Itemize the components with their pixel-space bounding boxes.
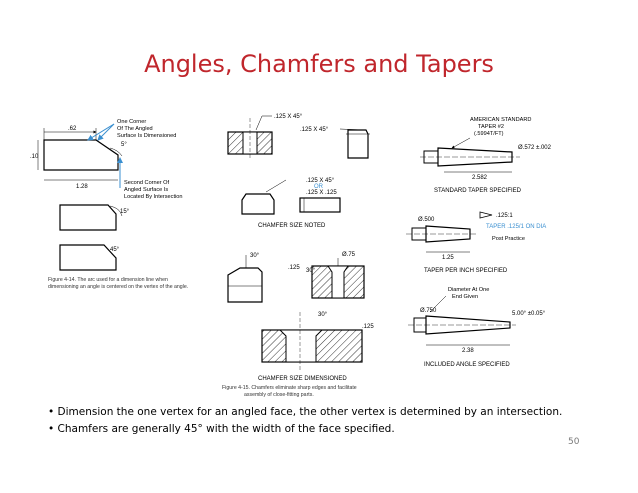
dim-125-a: .125: [288, 265, 300, 271]
note-american-standard: AMERICAN STANDARD TAPER #2 (.5994T/FT): [470, 117, 531, 137]
svg-text:Figure 4-14. The arc used for: Figure 4-14. The arc used for a dimensio…: [48, 277, 168, 283]
chamfer-figure: .125 X 45° .125 X 45° .125 X 45° OR .125…: [222, 114, 374, 398]
dim-125: 1.25: [442, 255, 454, 261]
bullet-list: • Dimension the one vertex for an angled…: [48, 404, 562, 438]
dim-30-b: 30°: [306, 268, 316, 274]
caption-fig-4-14: Figure 4-14. The arc used for a dimensio…: [48, 277, 188, 290]
dim-included-angle: 5.00° ±0.05°: [512, 311, 546, 317]
dim-dia750: Ø.750: [420, 308, 437, 314]
svg-text:dimensioning an angle is cente: dimensioning an angle is centered on the…: [48, 284, 188, 290]
caption-standard-taper: STANDARD TAPER SPECIFIED: [434, 188, 522, 194]
angled-block-3: [59, 244, 117, 271]
bullet-item-2: • Chamfers are generally 45° with the wi…: [48, 423, 395, 435]
angle-figure: .62 .10 1.28 5° One Corner Of The Angled…: [30, 119, 188, 290]
taper-per-inch: Ø.500 .125:1 TAPER .125/1 ON DIA Post Pr…: [406, 211, 546, 274]
taper-figure: AMERICAN STANDARD TAPER #2 (.5994T/FT) Ø…: [406, 117, 552, 368]
svg-text:Surface Is Dimensioned: Surface Is Dimensioned: [117, 133, 176, 139]
dim-dia572: Ø.572 ±.002: [518, 145, 552, 151]
svg-text:assembly of close-fitting part: assembly of close-fitting parts.: [244, 392, 314, 398]
svg-text:Second Corner Of: Second Corner Of: [124, 180, 170, 186]
angled-block-2: [59, 204, 117, 231]
post-practice: Post Practice: [492, 236, 525, 242]
dim-128: 1.28: [76, 184, 88, 190]
svg-text:Angled Surface Is: Angled Surface Is: [124, 187, 168, 193]
included-angle: Ø.750 Diameter At One End Given 5.00° ±0…: [408, 287, 546, 368]
caption-chamfer-noted: CHAMFER SIZE NOTED: [258, 223, 326, 229]
svg-text:TAPER #2: TAPER #2: [478, 124, 504, 130]
dim-2582: 2.582: [472, 175, 488, 181]
label-125x45-c: .125 X 45°: [306, 178, 335, 184]
caption-taper-per-inch: TAPER PER INCH SPECIFIED: [424, 268, 508, 274]
dim-5deg: 5°: [121, 142, 127, 148]
svg-text:Located By Intersection: Located By Intersection: [124, 194, 182, 200]
dim-30-a: 30°: [250, 253, 260, 259]
dim-dia500: Ø.500: [418, 217, 435, 223]
slide-title: Angles, Chamfers and Tapers: [144, 50, 494, 78]
dim-30-c: 30°: [318, 312, 328, 318]
label-125x45-a: .125 X 45°: [274, 114, 303, 120]
bullet-item-1: • Dimension the one vertex for an angled…: [48, 406, 563, 418]
svg-text:One Corner: One Corner: [117, 119, 146, 125]
label-or: OR: [314, 184, 324, 190]
svg-text:AMERICAN STANDARD: AMERICAN STANDARD: [470, 117, 531, 123]
caption-included-angle: INCLUDED ANGLE SPECIFIED: [424, 362, 510, 368]
dim-10: .10: [30, 154, 39, 160]
bullet-text-2: Chamfers are generally 45° with the widt…: [57, 423, 395, 435]
dim-15deg: 15°: [120, 209, 130, 215]
taper-ratio: .125:1: [496, 213, 513, 219]
angled-block-1: [43, 139, 119, 171]
svg-text:(.5994T/FT): (.5994T/FT): [474, 131, 504, 137]
svg-text:Figure 4-15. Chamfers eliminat: Figure 4-15. Chamfers eliminate sharp ed…: [222, 385, 357, 391]
note-second-corner: Second Corner Of Angled Surface Is Locat…: [124, 180, 182, 200]
caption-chamfer-dimensioned: CHAMFER SIZE DIMENSIONED: [258, 376, 347, 382]
dim-45deg: 45°: [110, 247, 120, 253]
svg-text:End Given: End Given: [452, 294, 478, 300]
dim-238: 2.38: [462, 348, 474, 354]
page-number: 50: [568, 437, 580, 447]
dim-125-b: .125: [362, 324, 374, 330]
note-diameter: Diameter At One End Given: [448, 287, 489, 300]
note-one-corner: One Corner Of The Angled Surface Is Dime…: [117, 119, 176, 139]
dim-dia75: Ø.75: [342, 252, 356, 258]
standard-taper: AMERICAN STANDARD TAPER #2 (.5994T/FT) Ø…: [420, 117, 552, 194]
taper-note: TAPER .125/1 ON DIA: [486, 224, 546, 230]
label-125x45-b: .125 X 45°: [300, 127, 329, 133]
caption-fig-4-15: Figure 4-15. Chamfers eliminate sharp ed…: [222, 385, 357, 398]
bullet-text-1: Dimension the one vertex for an angled f…: [57, 406, 563, 418]
svg-text:Of The Angled: Of The Angled: [117, 126, 153, 132]
svg-text:Diameter At One: Diameter At One: [448, 287, 489, 293]
label-125x125: .125 X .125: [306, 190, 337, 196]
dim-62: .62: [68, 126, 77, 132]
